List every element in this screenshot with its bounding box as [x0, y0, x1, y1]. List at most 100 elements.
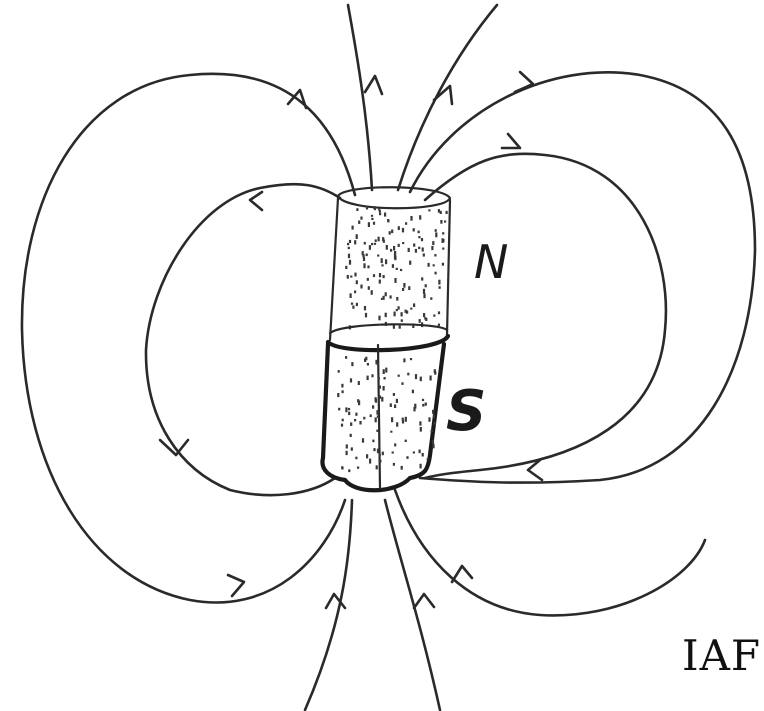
stipple-dot: [382, 452, 384, 456]
stipple-dot: [409, 261, 411, 265]
stipple-dot: [371, 290, 373, 295]
stipple-dot: [379, 210, 381, 212]
stipple-dot: [350, 276, 352, 278]
stipple-dot: [410, 308, 412, 310]
stipple-dot: [341, 424, 343, 427]
stipple-dot: [423, 313, 425, 317]
stipple-dot: [393, 393, 395, 396]
stipple-dot: [392, 452, 394, 454]
stipple-dot: [366, 254, 368, 257]
field-line-top-1: [348, 5, 372, 190]
stipple-dot: [360, 285, 362, 289]
stipple-dot: [379, 386, 381, 389]
stipple-dot: [375, 239, 377, 242]
stipple-dot: [410, 358, 412, 360]
stipple-dot: [359, 421, 361, 425]
stipple-dot: [418, 231, 420, 234]
stipple-dot: [406, 311, 408, 314]
stipple-dot: [433, 315, 435, 317]
stipple-dot: [400, 269, 402, 271]
stipple-dot: [351, 447, 353, 450]
stipple-dot: [367, 278, 369, 281]
stipple-dot: [369, 245, 371, 250]
stipple-dot: [438, 209, 440, 213]
stipple-dot: [401, 312, 403, 316]
stipple-dot: [403, 283, 405, 288]
stipple-dot: [350, 378, 352, 382]
stipple-dot: [350, 293, 352, 298]
stipple-dot: [442, 232, 444, 234]
stipple-dot: [355, 413, 357, 416]
south-pole-section: [322, 324, 448, 490]
stipple-dot: [378, 445, 380, 448]
stipple-dot: [394, 278, 396, 283]
stipple-dot: [387, 219, 389, 222]
south-left-side: [322, 344, 345, 480]
stipple-dot: [371, 215, 373, 217]
stipple-dot: [370, 414, 372, 417]
stipple-dot: [385, 313, 387, 317]
stipple-dot: [376, 430, 378, 432]
stipple-dot: [413, 303, 415, 307]
arrowhead-10: [452, 566, 472, 582]
stipple-dot: [405, 417, 407, 422]
stipple-dot: [367, 265, 369, 268]
stipple-dot: [391, 230, 393, 234]
stipple-dot: [421, 277, 423, 280]
stipple-dot: [433, 415, 435, 418]
stipple-dot: [401, 466, 403, 470]
stipple-dot: [358, 221, 360, 224]
stipple-dot: [422, 248, 424, 252]
stipple-dot: [446, 211, 448, 214]
stipple-dot: [402, 228, 404, 233]
stipple-dot: [444, 221, 446, 223]
stipple-dot: [401, 382, 403, 385]
stipple-dot: [375, 360, 377, 365]
stipple-dot: [418, 247, 420, 249]
stipple-dot: [422, 399, 424, 401]
south-pole-label: S: [446, 379, 486, 444]
stipple-dot: [358, 401, 360, 406]
north-top-ellipse: [338, 187, 450, 208]
stipple-dot: [422, 453, 424, 457]
stipple-dot: [382, 237, 384, 241]
stipple-dot: [396, 422, 398, 426]
arrowhead-1: [365, 76, 382, 94]
arrowhead-4: [502, 134, 520, 148]
stipple-dot: [356, 280, 358, 284]
stipple-dot: [342, 419, 344, 422]
stipple-dot: [442, 248, 444, 250]
stipple-dot: [398, 375, 400, 377]
stipple-dot: [365, 313, 367, 318]
south-bottom-edge: [345, 478, 410, 490]
stipple-dot: [394, 443, 396, 446]
stipple-dot: [413, 228, 415, 231]
stipple-dot: [428, 263, 430, 267]
north-pole-section: [330, 187, 450, 340]
stipple-dot: [351, 362, 353, 366]
stipple-dot: [432, 444, 434, 448]
stipple-dot: [367, 376, 369, 381]
stipple-dot: [406, 456, 408, 459]
stipple-dot: [419, 319, 421, 323]
stipple-dot: [425, 284, 427, 287]
stipple-dot: [378, 237, 380, 242]
stipple-dot: [345, 356, 347, 359]
stipple-dot: [438, 280, 440, 285]
stipple-dot: [348, 412, 350, 416]
stipple-dot: [415, 374, 417, 379]
stipple-dot: [345, 266, 347, 269]
stipple-dot: [383, 369, 385, 374]
stipple-dot: [348, 469, 350, 472]
stipple-dot: [430, 376, 432, 381]
stipple-dot: [434, 254, 436, 256]
stipple-dot: [363, 257, 365, 261]
stipple-dot: [371, 374, 373, 377]
stipple-dot: [423, 293, 425, 298]
stipple-dot: [428, 209, 430, 211]
stipple-dot: [364, 306, 366, 310]
stipple-dot: [402, 242, 404, 244]
stipple-dot: [338, 408, 340, 411]
stipple-dot: [352, 306, 354, 309]
stipple-dot: [393, 246, 395, 251]
